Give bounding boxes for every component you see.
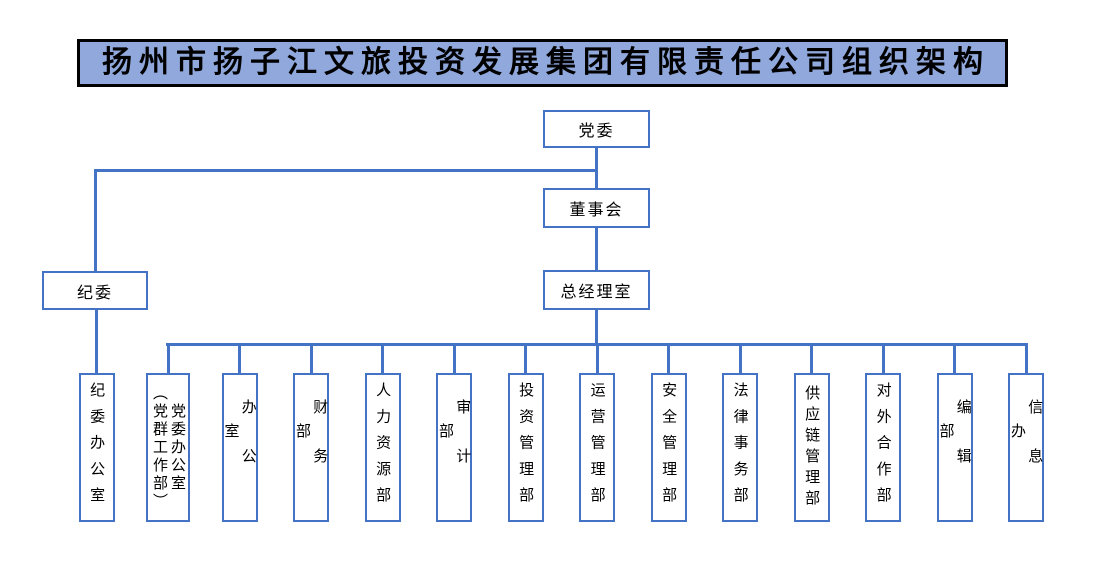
dept-box-10: 法律事务部 bbox=[722, 373, 758, 522]
dept-label-3: 办公室 bbox=[222, 398, 257, 497]
connector-drop-3 bbox=[238, 343, 241, 373]
dept-box-2: 党委办公室（党群工作部） bbox=[146, 373, 190, 522]
node-gm-office-label: 总经理室 bbox=[560, 284, 633, 301]
dept-label-7: 投资管理部 bbox=[517, 381, 535, 514]
dept-label-11: 供应链管理部 bbox=[803, 384, 821, 511]
dept-label-13: 编辑部 bbox=[937, 398, 972, 497]
connector-drop-5 bbox=[381, 343, 384, 373]
connector-drop-6 bbox=[452, 343, 456, 373]
connector-drop-13 bbox=[953, 343, 956, 373]
connector-drop-1 bbox=[95, 310, 98, 373]
dept-label-2-col-2: （党群工作部） bbox=[151, 384, 168, 511]
dept-box-8: 运营管理部 bbox=[579, 373, 615, 522]
connector-jiwei-riser bbox=[94, 169, 97, 271]
connector-drop-10 bbox=[738, 343, 742, 373]
connector-drop-12 bbox=[881, 343, 885, 373]
dept-label-14: 信息办 bbox=[1009, 398, 1044, 497]
connector-drop-8 bbox=[595, 343, 599, 373]
connector-drop-11 bbox=[810, 343, 813, 373]
dept-label-10: 法律事务部 bbox=[731, 381, 749, 514]
dept-box-12: 对外合作部 bbox=[865, 373, 901, 522]
node-party-committee: 党委 bbox=[543, 110, 650, 148]
node-gm-office: 总经理室 bbox=[543, 270, 650, 310]
dept-box-6: 审计部 bbox=[436, 373, 472, 522]
connector-drop-14 bbox=[1024, 343, 1028, 373]
dept-label-6: 审计部 bbox=[437, 398, 472, 497]
dept-label-5: 人力资源部 bbox=[374, 381, 392, 514]
connector-board-to-gm bbox=[595, 228, 598, 270]
node-discipline-committee: 纪委 bbox=[42, 271, 148, 310]
dept-label-12: 对外合作部 bbox=[874, 381, 892, 514]
connector-drop-9 bbox=[667, 343, 670, 373]
dept-box-11: 供应链管理部 bbox=[793, 373, 830, 522]
dept-box-1: 纪委办公室 bbox=[78, 373, 115, 522]
dept-box-3: 办公室 bbox=[221, 373, 258, 522]
dept-label-8: 运营管理部 bbox=[588, 381, 606, 514]
connector-party-to-jiwei-horizontal bbox=[94, 169, 598, 172]
dept-box-14: 信息办 bbox=[1008, 373, 1044, 522]
dept-box-7: 投资管理部 bbox=[507, 373, 544, 522]
node-board: 董事会 bbox=[543, 188, 650, 228]
node-discipline-committee-label: 纪委 bbox=[76, 284, 113, 302]
connector-drop-2 bbox=[166, 343, 170, 373]
connector-gm-to-bus bbox=[595, 310, 598, 346]
node-party-committee-label: 党委 bbox=[578, 123, 615, 140]
dept-box-9: 安全管理部 bbox=[650, 373, 687, 522]
connector-drop-7 bbox=[524, 343, 527, 373]
dept-label-2-col-1: 党委办公室 bbox=[169, 402, 186, 493]
dept-box-13: 编辑部 bbox=[936, 373, 973, 522]
connector-party-to-board bbox=[595, 148, 598, 188]
dept-box-4: 财务部 bbox=[293, 373, 329, 522]
node-board-label: 董事会 bbox=[569, 202, 624, 219]
title-banner: 扬州市扬子江文旅投资发展集团有限责任公司组织架构 bbox=[77, 39, 1008, 87]
dept-label-4: 财务部 bbox=[294, 398, 329, 497]
connector-drop-4 bbox=[309, 343, 313, 373]
dept-label-9: 安全管理部 bbox=[660, 381, 678, 514]
chart-title: 扬州市扬子江文旅投资发展集团有限责任公司组织架构 bbox=[102, 46, 990, 79]
dept-label-1: 纪委办公室 bbox=[88, 381, 106, 514]
dept-box-5: 人力资源部 bbox=[364, 373, 401, 522]
